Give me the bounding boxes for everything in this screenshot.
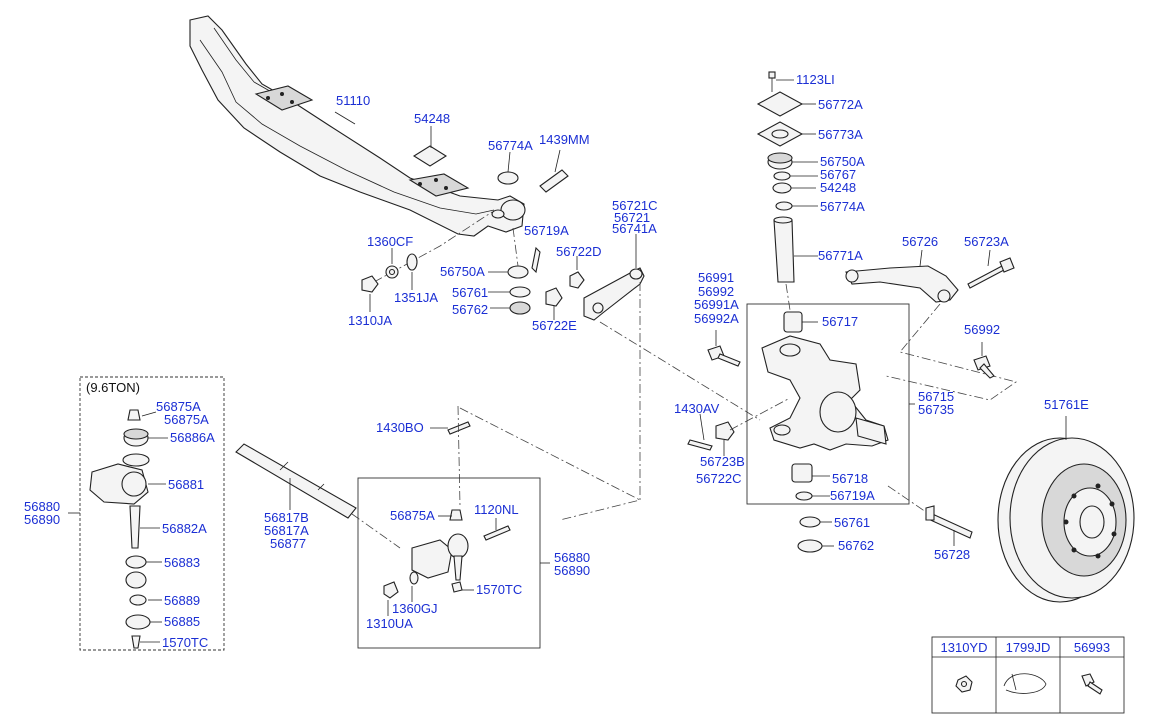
label-56817a[interactable]: 56817A — [264, 523, 309, 538]
label-51110[interactable]: 51110 — [336, 93, 371, 108]
label-1360gj[interactable]: 1360GJ — [392, 601, 438, 616]
nut-1310ja — [361, 275, 379, 293]
cotter-1430bo — [447, 421, 471, 435]
label-56875a-2[interactable]: 56875A — [164, 412, 209, 427]
label-54248-top[interactable]: 54248 — [820, 180, 857, 195]
label-56715[interactable]: 56715 — [918, 389, 955, 404]
table-header-56993[interactable]: 56993 — [1073, 640, 1111, 655]
label-56774a[interactable]: 56774A — [488, 138, 533, 153]
label-56886a[interactable]: 56886A — [170, 430, 215, 445]
bolt-56723a — [967, 265, 1005, 289]
label-1310ja[interactable]: 1310JA — [348, 313, 393, 328]
label-56890-right[interactable]: 56890 — [554, 563, 591, 578]
label-56875a-1[interactable]: 56875A — [156, 399, 201, 414]
label-1120nl[interactable]: 1120NL — [474, 502, 519, 517]
label-56875a-end[interactable]: 56875A — [390, 508, 435, 523]
table-header-1799jd[interactable]: 1799JD — [1005, 640, 1051, 655]
label-56883[interactable]: 56883 — [164, 555, 201, 570]
label-56771a[interactable]: 56771A — [818, 248, 863, 263]
label-1360cf[interactable]: 1360CF — [367, 234, 414, 249]
cotter-1430av — [687, 439, 713, 451]
nut-56723b — [715, 421, 735, 441]
label-56880-right[interactable]: 56880 — [554, 550, 591, 565]
label-56880-left[interactable]: 56880 — [24, 499, 61, 514]
washer-56774a — [497, 171, 519, 185]
label-54248[interactable]: 54248 — [414, 111, 451, 126]
steering-arm-56726 — [845, 265, 959, 303]
grease-fitting — [539, 169, 569, 193]
label-56735[interactable]: 56735 — [918, 402, 955, 417]
label-56723a[interactable]: 56723A — [964, 234, 1009, 249]
label-56728[interactable]: 56728 — [934, 547, 971, 562]
tie-rod-end-box — [79, 376, 225, 651]
label-56761-upper[interactable]: 56761 — [452, 285, 489, 300]
label-56992[interactable]: 56992 — [698, 284, 735, 299]
label-56774a-top[interactable]: 56774A — [820, 199, 865, 214]
shim-lower-56761 — [799, 516, 821, 528]
legend-table — [931, 636, 1125, 714]
label-56772a[interactable]: 56772A — [818, 97, 863, 112]
label-56718[interactable]: 56718 — [832, 471, 869, 486]
label-1310ua[interactable]: 1310UA — [366, 616, 413, 631]
label-56885[interactable]: 56885 — [164, 614, 201, 629]
label-56762-lower[interactable]: 56762 — [838, 538, 875, 553]
pad-54248 — [412, 145, 448, 167]
bolt-1120nl — [483, 525, 511, 541]
washer-1351ja — [406, 253, 418, 271]
label-56992a[interactable]: 56992A — [694, 311, 739, 326]
label-56750a-lower[interactable]: 56750A — [440, 264, 485, 279]
ton-note: (9.6TON) — [86, 380, 140, 395]
label-56750a-upper[interactable]: 56750A — [820, 154, 865, 169]
label-56723b[interactable]: 56723B — [700, 454, 745, 469]
label-56726[interactable]: 56726 — [902, 234, 939, 249]
label-1123li[interactable]: 1123LI — [796, 72, 835, 87]
tie-rod-tube — [235, 443, 357, 519]
label-1430bo[interactable]: 1430BO — [376, 420, 424, 435]
axle-beam — [189, 15, 526, 237]
shim-lower-56762 — [797, 539, 823, 553]
label-56877[interactable]: 56877 — [270, 536, 307, 551]
cable-tie-icon — [1003, 673, 1047, 694]
label-56890-left[interactable]: 56890 — [24, 512, 61, 527]
label-56722d[interactable]: 56722D — [556, 244, 602, 259]
nut-56722d — [569, 271, 585, 289]
label-56717[interactable]: 56717 — [822, 314, 859, 329]
label-56721c[interactable]: 56721C — [612, 198, 658, 213]
label-56767[interactable]: 56767 — [820, 167, 857, 182]
label-1570tc-right[interactable]: 1570TC — [476, 582, 523, 597]
label-56882a[interactable]: 56882A — [162, 521, 207, 536]
label-56991[interactable]: 56991 — [698, 270, 735, 285]
label-56881[interactable]: 56881 — [168, 477, 205, 492]
label-56741a[interactable]: 56741A — [612, 221, 657, 236]
label-1439mm[interactable]: 1439MM — [539, 132, 590, 147]
label-56719a-lower[interactable]: 56719A — [830, 488, 875, 503]
bearing-56750a — [507, 265, 529, 279]
cotter-pin — [531, 246, 541, 274]
label-56722c[interactable]: 56722C — [696, 471, 742, 486]
label-56762-upper[interactable]: 56762 — [452, 302, 489, 317]
label-51761e[interactable]: 51761E — [1044, 397, 1089, 412]
label-56721[interactable]: 56721 — [614, 210, 651, 225]
label-56817b[interactable]: 56817B — [264, 510, 309, 525]
tie-rod-end-parts — [89, 409, 151, 649]
label-56773a[interactable]: 56773A — [818, 127, 863, 142]
label-56761-lower[interactable]: 56761 — [834, 515, 871, 530]
label-1430av[interactable]: 1430AV — [674, 401, 720, 416]
table-header-1310yd[interactable]: 1310YD — [940, 640, 988, 655]
kingpin-stack — [756, 71, 804, 333]
label-56719a-upper[interactable]: 56719A — [524, 223, 569, 238]
label-56991a[interactable]: 56991A — [694, 297, 739, 312]
label-56992-right[interactable]: 56992 — [964, 322, 1001, 337]
label-56722e[interactable]: 56722E — [532, 318, 577, 333]
brake-drum — [997, 437, 1135, 603]
label-56889[interactable]: 56889 — [164, 593, 201, 608]
nut-56722e — [545, 287, 563, 307]
label-1351ja[interactable]: 1351JA — [394, 290, 439, 305]
label-1570tc-left[interactable]: 1570TC — [162, 635, 209, 650]
